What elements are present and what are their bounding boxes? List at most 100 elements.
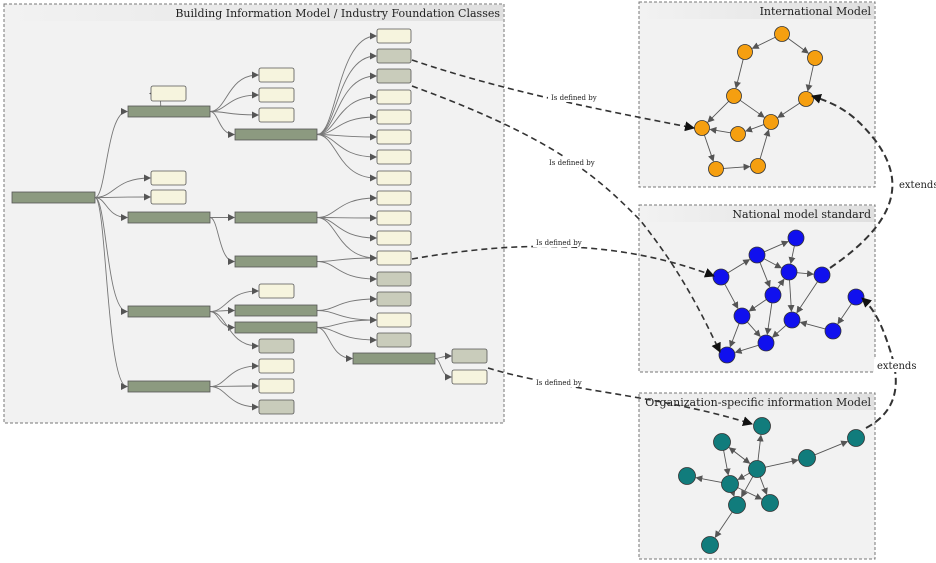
national-edge (777, 278, 785, 289)
national-edge (729, 323, 740, 348)
tree-leaf (376, 48, 412, 64)
national-edge (799, 320, 826, 330)
international-node (774, 26, 790, 42)
tree-edge (94, 108, 128, 198)
international-node (807, 50, 823, 66)
national-node (733, 307, 751, 325)
tree-edge (316, 113, 377, 135)
tree-leaf (376, 291, 412, 307)
tree-leaf (150, 189, 187, 205)
tree-nodes (11, 28, 488, 415)
tree-edge (316, 52, 377, 135)
label-defined-by-1: Is defined by (551, 94, 597, 102)
tree-leaf (258, 338, 295, 354)
organization-edge (714, 511, 733, 538)
international-edge (745, 124, 765, 133)
international-node (708, 161, 724, 177)
organization-node (678, 467, 696, 485)
national-edge (796, 281, 818, 314)
international-edge (734, 59, 744, 89)
tree-leaf (376, 129, 412, 145)
tree-leaf (258, 67, 295, 83)
tree-edge (316, 134, 377, 182)
tree-edge (209, 91, 259, 112)
tree-edge (316, 72, 377, 135)
international-panel-title: International Model (760, 5, 872, 18)
organization-node (713, 433, 731, 451)
label-defined-by-4: Is defined by (536, 379, 582, 387)
tree-edge (316, 32, 377, 135)
tree-edge (209, 217, 235, 265)
organization-node (753, 417, 771, 435)
tree-node (127, 105, 211, 118)
national-node (757, 334, 775, 352)
national-node (748, 246, 766, 264)
international-edge (805, 65, 814, 92)
tree-leaf (376, 250, 412, 266)
national-node (718, 346, 736, 364)
link-defined-by-3 (411, 245, 715, 278)
graph-nodes (678, 26, 865, 554)
tree-leaf (258, 283, 295, 299)
tree-node (234, 255, 318, 268)
national-node (783, 311, 801, 329)
national-edge (748, 299, 767, 312)
national-node (780, 263, 798, 281)
bim-panel-title: Building Information Model / Industry Fo… (175, 7, 500, 20)
organization-edge (737, 487, 763, 500)
tree-edge (316, 194, 377, 218)
national-edge (727, 259, 751, 274)
tree-edge (209, 287, 259, 312)
national-edge (837, 303, 852, 325)
tree-edge (316, 295, 377, 311)
link-defined-by-2 (411, 85, 721, 353)
organization-edge (759, 476, 768, 496)
international-edge (751, 36, 776, 49)
graph-edges (695, 36, 852, 538)
tree-leaf (376, 312, 412, 328)
international-edge (739, 99, 765, 118)
tree-edge (316, 316, 377, 328)
national-edge (796, 270, 815, 278)
organization-edge (814, 440, 849, 456)
national-node (764, 286, 782, 304)
tree-node (234, 211, 318, 224)
national-node (787, 229, 805, 247)
international-node (763, 114, 779, 130)
organization-node (798, 449, 816, 467)
tree-edges (94, 32, 452, 411)
tree-edge (209, 362, 259, 387)
tree-edge (94, 197, 128, 390)
international-edge (709, 126, 731, 134)
tree-leaf (451, 369, 488, 385)
tree-edge (316, 310, 377, 324)
tree-leaf (376, 109, 412, 125)
tree-edge (209, 111, 235, 138)
tree-edge (209, 311, 259, 350)
international-edge (707, 100, 730, 123)
organization-node (847, 429, 865, 447)
international-node (726, 88, 742, 104)
national-edge (788, 245, 796, 265)
tree-leaf (258, 107, 295, 123)
tree-node (234, 304, 318, 317)
tree-edge (316, 327, 377, 344)
tree-node (234, 128, 318, 141)
national-edge (746, 321, 761, 338)
international-edge (759, 129, 771, 159)
tree-edge (434, 358, 452, 381)
tree-leaf (258, 358, 295, 374)
tree-edge (316, 327, 353, 362)
organization-node (721, 475, 739, 493)
national-panel: National model standard (638, 204, 876, 373)
tree-edge (94, 197, 128, 315)
tree-node (127, 211, 211, 224)
tree-leaf (376, 210, 412, 226)
organization-node (728, 496, 746, 514)
international-edge (787, 38, 809, 54)
link-extends-2 (861, 297, 897, 429)
tree-edge (209, 111, 259, 119)
tree-leaf (150, 85, 187, 102)
national-edge (734, 344, 759, 354)
